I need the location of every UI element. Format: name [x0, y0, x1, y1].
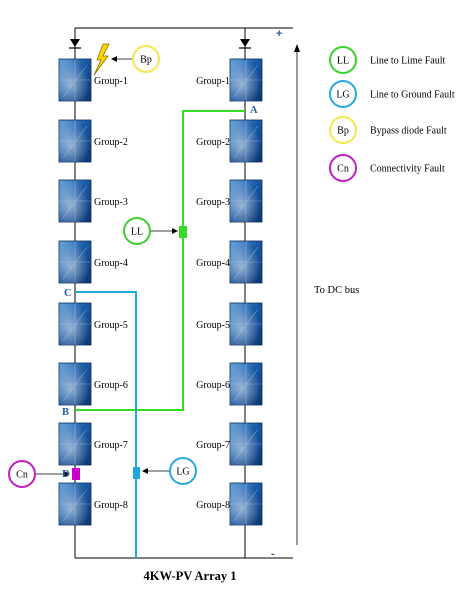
cn-callout-label: Cn [16, 470, 28, 481]
diagram-title: 4KW-PV Array 1 [143, 569, 236, 583]
legend-item-lg: LG Line to Ground Fault [329, 80, 455, 108]
group-label: Group-4 [94, 258, 128, 269]
left-string: Group-1Group-2Group-3Group-4Group-5Group… [58, 58, 128, 526]
legend-text: Bypass diode Fault [370, 126, 447, 137]
group-label: Group-5 [94, 320, 128, 331]
ll-fault-path [75, 110, 245, 411]
panel-group: Group-4 [196, 240, 263, 284]
group-label: Group-8 [94, 500, 128, 511]
right-string: Group-1Group-2Group-3Group-4Group-5Group… [196, 58, 263, 526]
diode-icon [239, 39, 251, 49]
legend-text: Connectivity Fault [370, 164, 445, 175]
dc-bus-label: To DC bus [314, 285, 359, 296]
plus-sign: + [276, 28, 282, 40]
panel-group: Group-1 [58, 58, 128, 102]
group-label: Group-4 [196, 258, 230, 269]
node-a-label: A [250, 105, 258, 116]
group-label: Group-1 [196, 76, 230, 87]
solar-panel-grid [230, 483, 262, 525]
solar-panel-grid [230, 303, 262, 345]
lightning-icon [93, 43, 110, 76]
solar-panel-grid [59, 241, 91, 283]
solar-panel-grid [230, 423, 262, 465]
group-label: Group-2 [196, 137, 230, 148]
legend-abbr: Bp [337, 126, 349, 137]
panel-group: Group-5 [196, 302, 263, 346]
panel-group: Group-5 [58, 302, 128, 346]
legend-item-ll: LL Line to Lime Fault [329, 46, 445, 74]
panel-group: Group-2 [58, 119, 128, 163]
diode-icon [69, 39, 81, 49]
solar-panel-grid [59, 120, 91, 162]
group-label: Group-3 [94, 197, 128, 208]
legend-abbr: LL [337, 56, 349, 67]
node-b-label: B [62, 407, 69, 418]
legend-item-cn: Cn Connectivity Fault [329, 154, 445, 182]
legend-text: Line to Lime Fault [370, 56, 445, 67]
legend-abbr: Cn [337, 164, 349, 175]
panel-group: Group-3 [196, 179, 263, 223]
solar-panel-grid [230, 241, 262, 283]
solar-panel-grid [230, 120, 262, 162]
lg-fault-marker [133, 467, 140, 479]
bp-callout: Bp [111, 45, 160, 73]
panel-group: Group-6 [196, 362, 263, 406]
solar-panel-grid [230, 363, 262, 405]
group-label: Group-2 [94, 137, 128, 148]
group-label: Group-6 [94, 380, 128, 391]
dc-bus-arrow [294, 44, 300, 545]
minus-sign: - [271, 548, 275, 560]
group-label: Group-7 [196, 440, 230, 451]
panel-group: Group-3 [58, 179, 128, 223]
panel-group: Group-4 [58, 240, 128, 284]
solar-panel-grid [230, 59, 262, 101]
panel-group: Group-1 [196, 58, 263, 102]
node-d-label: D [62, 469, 70, 480]
cn-fault-marker [72, 468, 80, 480]
lg-callout: LG [142, 457, 197, 485]
panel-group: Group-7 [196, 422, 263, 466]
group-label: Group-7 [94, 440, 128, 451]
legend: LL Line to Lime Fault LG Line to Ground … [329, 46, 455, 182]
group-label: Group-5 [196, 320, 230, 331]
node-c-label: C [64, 288, 72, 299]
solar-panel-grid [59, 180, 91, 222]
group-label: Group-6 [196, 380, 230, 391]
solar-panel-grid [59, 423, 91, 465]
solar-panel-grid [59, 483, 91, 525]
ll-callout: LL [123, 217, 178, 245]
panel-group: Group-8 [58, 482, 128, 526]
group-label: Group-1 [94, 76, 128, 87]
cn-callout: Cn [8, 460, 70, 488]
ll-fault-marker [179, 226, 187, 238]
panel-group: Group-2 [196, 119, 263, 163]
solar-panel-grid [59, 59, 91, 101]
group-label: Group-8 [196, 500, 230, 511]
lg-callout-label: LG [176, 467, 189, 478]
ll-callout-label: LL [131, 227, 143, 238]
solar-panel-grid [59, 303, 91, 345]
panel-group: Group-6 [58, 362, 128, 406]
legend-item-bp: Bp Bypass diode Fault [329, 116, 447, 144]
panel-group: Group-7 [58, 422, 128, 466]
legend-text: Line to Ground Fault [370, 90, 455, 101]
solar-panel-grid [59, 363, 91, 405]
solar-panel-grid [230, 180, 262, 222]
panel-group: Group-8 [196, 482, 263, 526]
group-label: Group-3 [196, 197, 230, 208]
bp-callout-label: Bp [140, 55, 152, 66]
legend-abbr: LG [336, 90, 349, 101]
